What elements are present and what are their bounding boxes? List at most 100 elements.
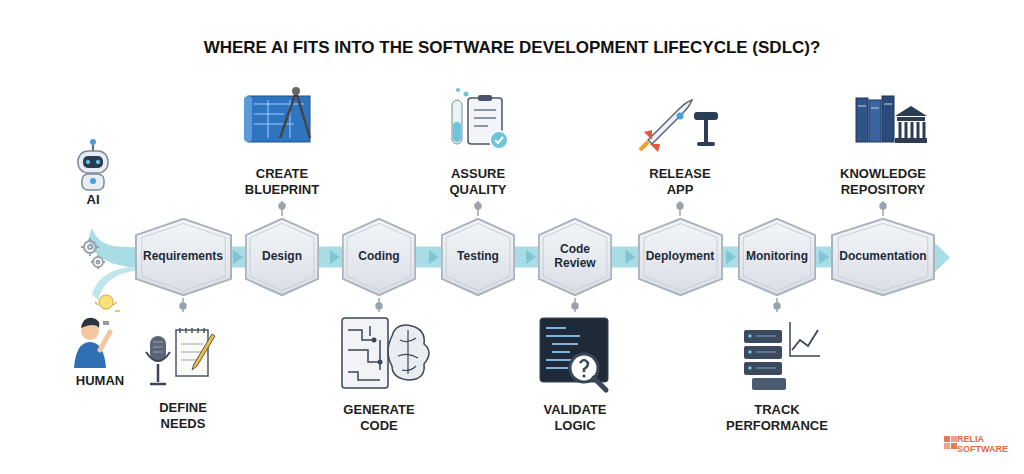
illustration-part xyxy=(495,137,503,143)
flow-connector xyxy=(511,250,542,264)
illustration-part xyxy=(748,366,752,370)
hexagon-shape xyxy=(739,219,815,295)
illustration-part xyxy=(490,131,508,149)
person-icon xyxy=(74,295,120,368)
process-hexagon: Code Review xyxy=(538,218,612,296)
process-hexagon: Requirements xyxy=(135,218,232,296)
illustration-part xyxy=(900,122,924,138)
hexagon-inner xyxy=(141,223,224,290)
hexagon-inner xyxy=(743,223,810,290)
illustration-part xyxy=(944,436,950,442)
illustration-part xyxy=(895,106,927,116)
illustration-part xyxy=(103,321,109,325)
step-label: RELEASE APP xyxy=(640,166,720,197)
illustration-part xyxy=(93,257,103,267)
illustration-part xyxy=(774,303,780,309)
illustration-part xyxy=(96,160,100,164)
illustration-part xyxy=(88,245,92,249)
illustration-part xyxy=(292,87,300,95)
arrow-head xyxy=(526,250,536,264)
illustration-part xyxy=(474,110,496,126)
node-label: Requirements xyxy=(143,250,223,264)
arrow-head xyxy=(726,250,736,264)
hexagon-shape xyxy=(442,219,515,295)
step-label: DEFINE NEEDS xyxy=(143,400,223,431)
arrow-head xyxy=(626,250,636,264)
hexagon-shape xyxy=(343,219,416,295)
illustration-part xyxy=(704,120,708,144)
illustration-part xyxy=(146,352,170,361)
illustration-part xyxy=(150,364,166,384)
code-generation-icon xyxy=(342,318,429,388)
node-label: Code Review xyxy=(550,243,600,271)
flow-band xyxy=(608,247,642,268)
illustration-part xyxy=(372,338,377,343)
illustration-part xyxy=(748,350,752,354)
step-label: ASSURE QUALITY xyxy=(433,166,523,197)
node-label: Documentation xyxy=(839,250,926,264)
process-hexagon: Deployment xyxy=(638,218,723,296)
illustration-part xyxy=(83,156,103,168)
illustration-part xyxy=(880,203,886,209)
illustration-part xyxy=(180,328,204,333)
illustration-part xyxy=(464,92,469,97)
flow-connector xyxy=(315,250,346,264)
illustration-part xyxy=(82,174,104,190)
flow-band xyxy=(315,247,346,268)
illustration-part xyxy=(869,100,881,142)
illustration-part xyxy=(951,443,957,449)
process-hexagon: Monitoring xyxy=(738,218,816,296)
diagram-title: WHERE AI FITS INTO THE SOFTWARE DEVELOPM… xyxy=(0,38,1024,58)
process-hexagon: Documentation xyxy=(831,218,935,296)
flow-connector xyxy=(608,250,642,264)
illustration-part xyxy=(254,100,304,138)
rocket-icon xyxy=(640,100,718,152)
illustration-part xyxy=(748,334,752,338)
illustration-part xyxy=(572,303,578,309)
watermark-text: RELIA SOFTWARE xyxy=(957,435,1013,455)
hexagon-inner xyxy=(446,223,510,290)
hexagon-inner xyxy=(347,223,411,290)
hexagon-inner xyxy=(543,223,607,290)
blueprint-icon xyxy=(244,87,310,142)
illustration-part xyxy=(897,117,925,121)
arrow-head xyxy=(429,250,439,264)
illustration-part xyxy=(648,100,692,144)
step-label: CREATE BLUEPRINT xyxy=(232,166,332,197)
illustration-part xyxy=(280,92,310,138)
illustration-part xyxy=(792,330,818,350)
illustration-part xyxy=(475,203,481,209)
illustration-part xyxy=(790,322,820,356)
illustration-part xyxy=(342,318,388,388)
illustration-part xyxy=(97,261,100,264)
step-label: TRACK PERFORMANCE xyxy=(717,402,837,433)
hexagon-shape xyxy=(832,219,934,295)
hexagon-shape xyxy=(246,219,319,295)
monitoring-icon xyxy=(744,322,820,390)
process-hexagon: Design xyxy=(245,218,319,296)
process-hexagon: Testing xyxy=(441,218,515,296)
illustration-part xyxy=(81,318,99,328)
illustration-part xyxy=(180,303,186,309)
illustration-part xyxy=(398,330,418,374)
flow-band xyxy=(511,247,542,268)
logo-mark xyxy=(944,436,957,449)
illustration-part xyxy=(244,96,252,142)
illustration-part xyxy=(594,378,606,390)
step-label: GENERATE CODE xyxy=(334,402,424,433)
step-label: VALIDATE LOGIC xyxy=(535,402,615,433)
robot-icon xyxy=(78,139,108,190)
illustration-part xyxy=(81,238,105,269)
hexagon-shape xyxy=(539,219,612,295)
illustration-part xyxy=(456,88,460,92)
code-review-icon xyxy=(540,318,608,390)
quality-icon xyxy=(452,88,508,149)
illustration-part xyxy=(452,100,462,144)
illustration-part xyxy=(951,436,957,442)
illustration-part xyxy=(882,96,894,142)
node-label: Coding xyxy=(358,250,399,264)
illustration-part xyxy=(694,112,718,120)
step-label: KNOWLEDGE REPOSITORY xyxy=(821,166,945,197)
hexagon-inner xyxy=(250,223,314,290)
